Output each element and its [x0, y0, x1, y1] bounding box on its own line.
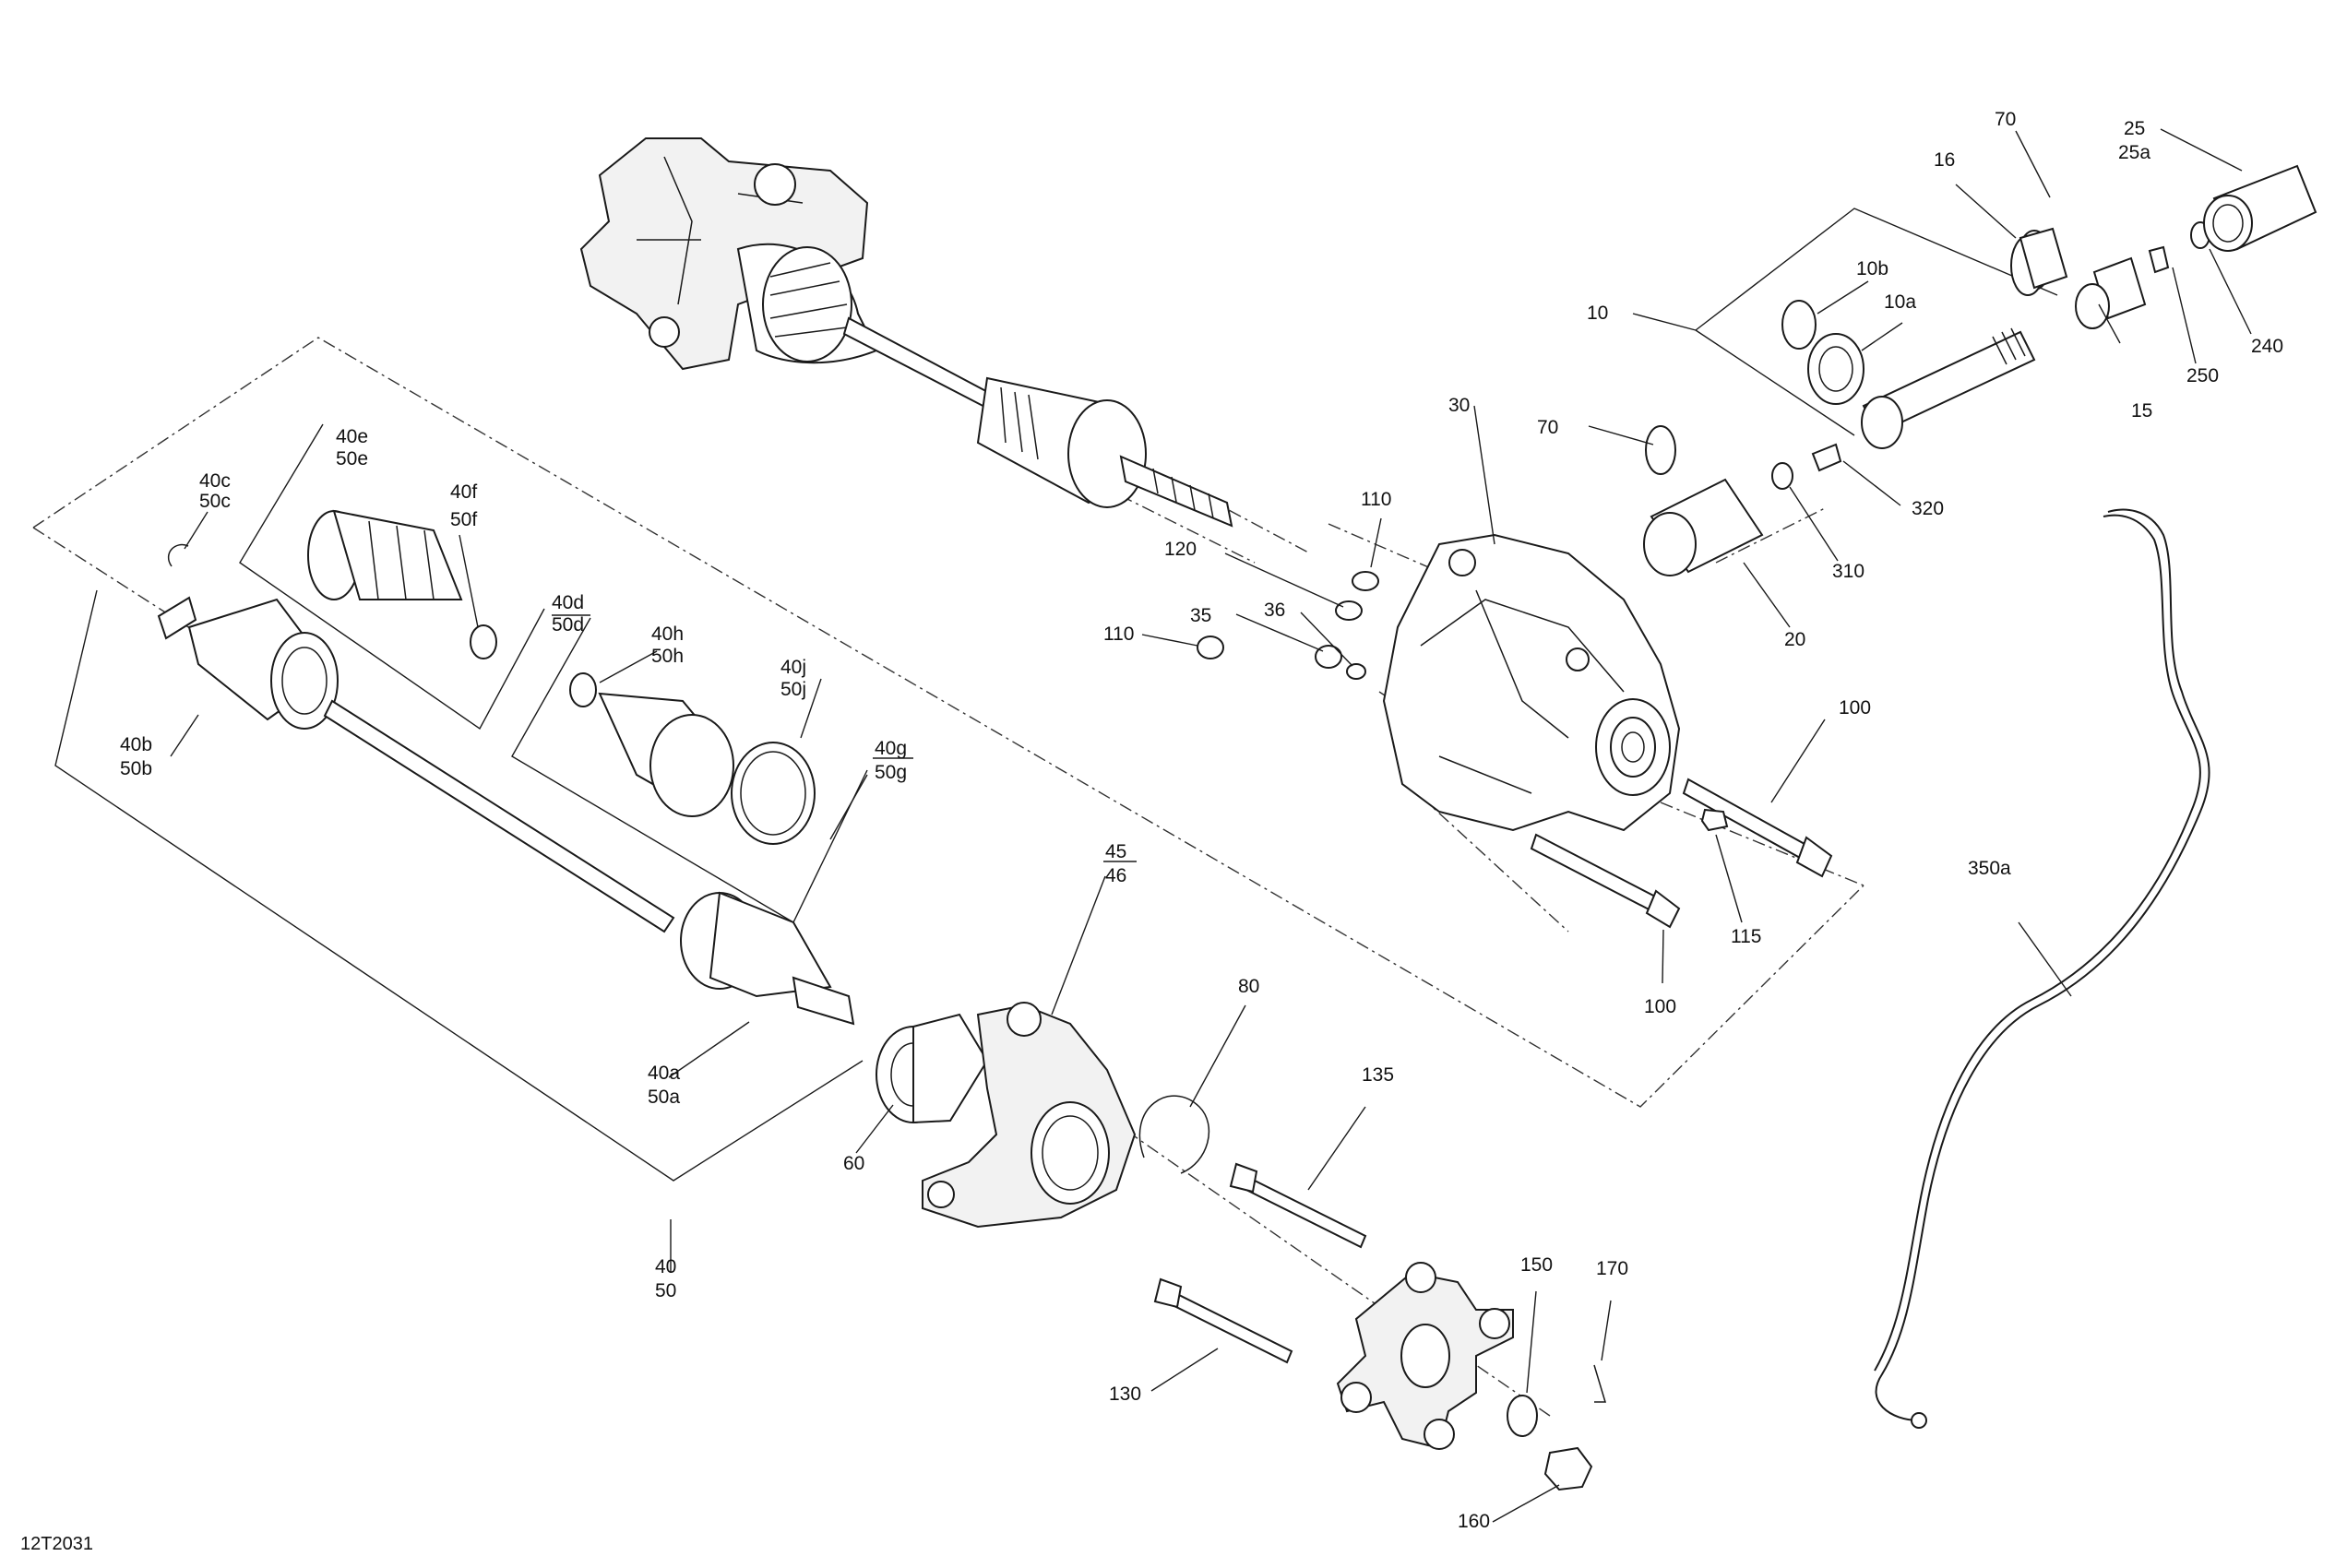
callout-320: 320: [1912, 498, 1944, 519]
callout-16: 16: [1934, 149, 1955, 171]
callout-40a: 40a: [648, 1063, 680, 1084]
callout-60: 60: [843, 1153, 864, 1174]
callout-10: 10: [1587, 303, 1608, 324]
callout-50g: 50g: [875, 762, 907, 783]
callout-10a: 10a: [1884, 291, 1916, 313]
callout-35: 35: [1190, 605, 1211, 626]
callout-115: 115: [1731, 926, 1761, 947]
callout-40g: 40g: [875, 738, 907, 759]
leader-lines: [170, 128, 2252, 1523]
hub-assembly: [1336, 1262, 1607, 1491]
callout-40d: 40d: [552, 592, 584, 613]
breather-hose: [1874, 508, 2210, 1429]
callout-110-left: 110: [1103, 624, 1134, 645]
drawing-code: 12T2031: [20, 1534, 93, 1554]
callout-100-bottom: 100: [1644, 996, 1676, 1017]
callout-50a: 50a: [648, 1087, 680, 1108]
callout-310: 310: [1832, 561, 1864, 582]
callout-40j: 40j: [780, 657, 806, 678]
differential-housing: [1382, 533, 1681, 832]
callout-50: 50: [655, 1280, 676, 1301]
callout-160: 160: [1458, 1511, 1490, 1532]
callout-110-top: 110: [1361, 489, 1391, 510]
callout-50d: 50d: [552, 614, 584, 636]
upper-driveshaft-assembly: [579, 137, 1233, 528]
callout-40h: 40h: [651, 624, 684, 645]
callout-50h: 50h: [651, 646, 684, 667]
callout-120: 120: [1164, 539, 1197, 560]
callout-70-mid: 70: [1537, 417, 1558, 438]
callout-100-right: 100: [1839, 697, 1871, 719]
callout-80: 80: [1238, 976, 1259, 997]
callout-50c: 50c: [199, 491, 231, 512]
callout-50j: 50j: [780, 679, 806, 700]
callout-40f: 40f: [450, 481, 477, 503]
callout-170: 170: [1596, 1258, 1628, 1279]
callout-40: 40: [655, 1256, 676, 1277]
lower-driveshaft-parts: [157, 509, 855, 1026]
callout-40e: 40e: [336, 426, 368, 447]
callout-50b: 50b: [120, 758, 152, 779]
callout-40b: 40b: [120, 734, 152, 755]
callout-25a: 25a: [2118, 142, 2150, 163]
callout-150: 150: [1520, 1254, 1553, 1276]
callout-50f: 50f: [450, 509, 477, 530]
callout-40c: 40c: [199, 470, 231, 492]
callout-240: 240: [2251, 336, 2283, 357]
knuckle-assembly: [876, 1002, 1367, 1364]
callout-20: 20: [1784, 629, 1805, 650]
callout-15: 15: [2131, 400, 2152, 422]
callout-labels: 70 25 25a 16 10b 10a 10 15 250 240 30 70…: [120, 109, 2283, 1532]
callout-135: 135: [1362, 1064, 1394, 1086]
callout-70-top: 70: [1995, 109, 2016, 130]
callout-350a: 350a: [1968, 858, 2011, 879]
callout-46: 46: [1105, 865, 1126, 886]
callout-50e: 50e: [336, 448, 368, 469]
callout-250: 250: [2186, 365, 2219, 386]
callout-10b: 10b: [1856, 258, 1888, 279]
callout-45: 45: [1105, 841, 1126, 862]
pinion-parts: [1643, 164, 2317, 576]
callout-25: 25: [2124, 118, 2145, 139]
callout-30: 30: [1448, 395, 1470, 416]
bracket-lines: [54, 208, 2058, 1182]
callout-130: 130: [1109, 1384, 1141, 1405]
callout-36: 36: [1264, 600, 1285, 621]
